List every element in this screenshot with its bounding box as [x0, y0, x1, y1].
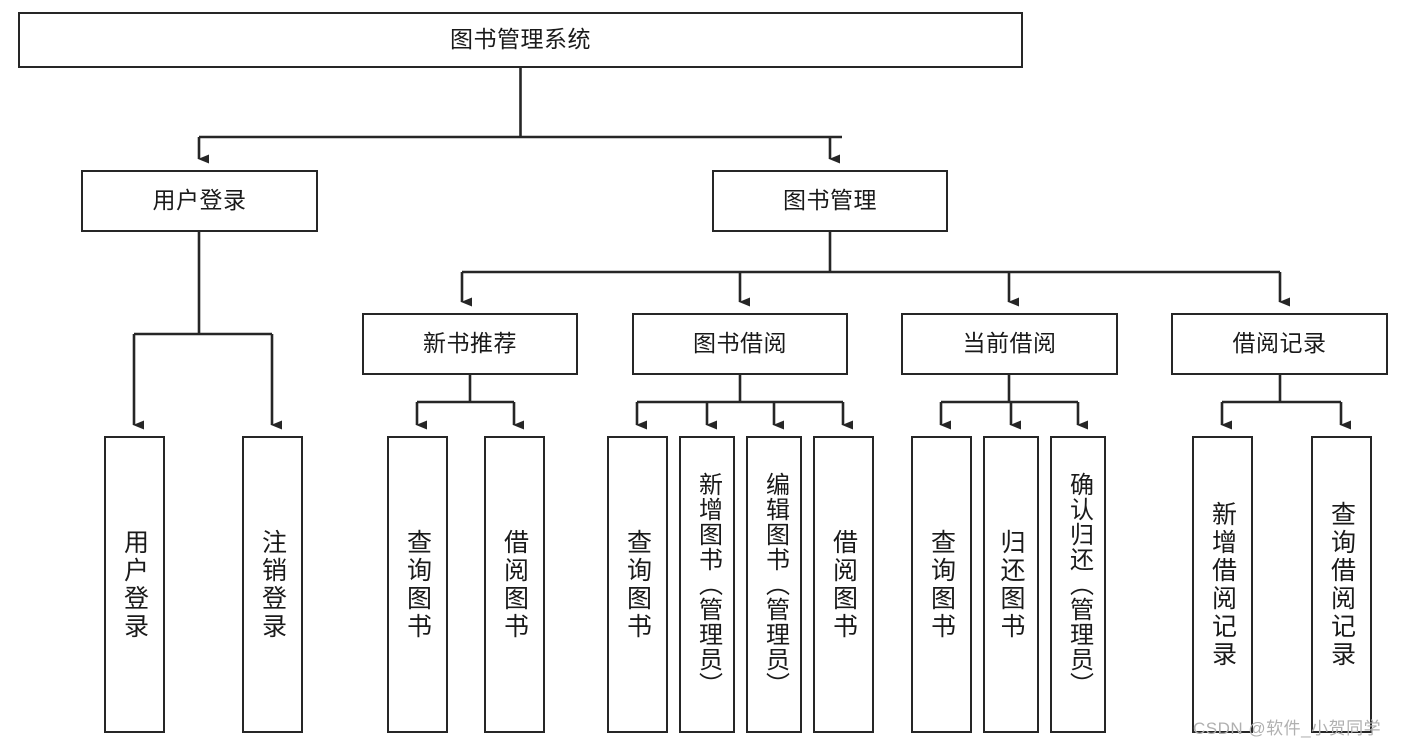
edge-group-new-book-rec: [415, 375, 524, 430]
node-leaf-query-book-2[interactable]: 查询图书: [607, 436, 668, 733]
node-root[interactable]: 图书管理系统: [18, 12, 1023, 68]
node-leaf-borrow-book-1[interactable]: 借阅图书: [484, 436, 545, 733]
node-borrow-record[interactable]: 借阅记录: [1171, 313, 1388, 375]
node-user-login[interactable]: 用户登录: [81, 170, 318, 232]
edge-group-book-borrow: [635, 375, 853, 430]
node-leaf-confirm-return-label: 确认归还（管理员）: [1065, 472, 1093, 697]
node-book-manage-label: 图书管理: [783, 187, 877, 214]
node-leaf-logout[interactable]: 注销登录: [242, 436, 303, 733]
node-borrow-record-label: 借阅记录: [1232, 330, 1327, 357]
node-leaf-query-book-3[interactable]: 查询图书: [911, 436, 972, 733]
node-book-borrow[interactable]: 图书借阅: [632, 313, 848, 375]
node-leaf-add-borrow-record-label: 新增借阅记录: [1208, 500, 1237, 669]
edge-group-user-login: [132, 232, 282, 430]
node-leaf-query-borrow-record[interactable]: 查询借阅记录: [1311, 436, 1372, 733]
node-leaf-query-book-2-label: 查询图书: [623, 528, 652, 641]
node-leaf-borrow-book-1-label: 借阅图书: [500, 528, 529, 641]
node-leaf-borrow-book-2[interactable]: 借阅图书: [813, 436, 874, 733]
node-leaf-return-book[interactable]: 归还图书: [983, 436, 1039, 733]
node-current-borrow-label: 当前借阅: [962, 330, 1057, 357]
node-leaf-return-book-label: 归还图书: [997, 528, 1025, 641]
edge-group-root: [197, 68, 842, 164]
node-leaf-user-login[interactable]: 用户登录: [104, 436, 165, 733]
node-new-book-recommend-label: 新书推荐: [423, 330, 517, 357]
node-new-book-recommend[interactable]: 新书推荐: [362, 313, 578, 375]
node-leaf-add-borrow-record[interactable]: 新增借阅记录: [1192, 436, 1253, 733]
node-leaf-add-book[interactable]: 新增图书（管理员）: [679, 436, 735, 733]
node-leaf-query-book-1-label: 查询图书: [403, 528, 432, 641]
node-leaf-edit-book-label: 编辑图书（管理员）: [761, 472, 789, 697]
node-leaf-logout-label: 注销登录: [258, 528, 287, 641]
node-current-borrow[interactable]: 当前借阅: [901, 313, 1118, 375]
edge-group-borrow-record: [1220, 375, 1351, 430]
node-leaf-query-book-3-label: 查询图书: [927, 528, 956, 641]
node-leaf-add-book-label: 新增图书（管理员）: [694, 472, 722, 697]
node-leaf-borrow-book-2-label: 借阅图书: [829, 528, 858, 641]
edge-group-current-borrow: [939, 375, 1088, 430]
node-leaf-edit-book[interactable]: 编辑图书（管理员）: [746, 436, 802, 733]
node-book-borrow-label: 图书借阅: [693, 330, 787, 357]
node-leaf-query-borrow-record-label: 查询借阅记录: [1327, 500, 1356, 669]
edge-group-book-manage: [460, 232, 1290, 307]
node-leaf-confirm-return[interactable]: 确认归还（管理员）: [1050, 436, 1106, 733]
node-leaf-user-login-label: 用户登录: [120, 528, 149, 641]
node-user-login-label: 用户登录: [152, 187, 247, 214]
node-root-label: 图书管理系统: [450, 26, 591, 53]
node-leaf-query-book-1[interactable]: 查询图书: [387, 436, 448, 733]
node-book-manage[interactable]: 图书管理: [712, 170, 948, 232]
